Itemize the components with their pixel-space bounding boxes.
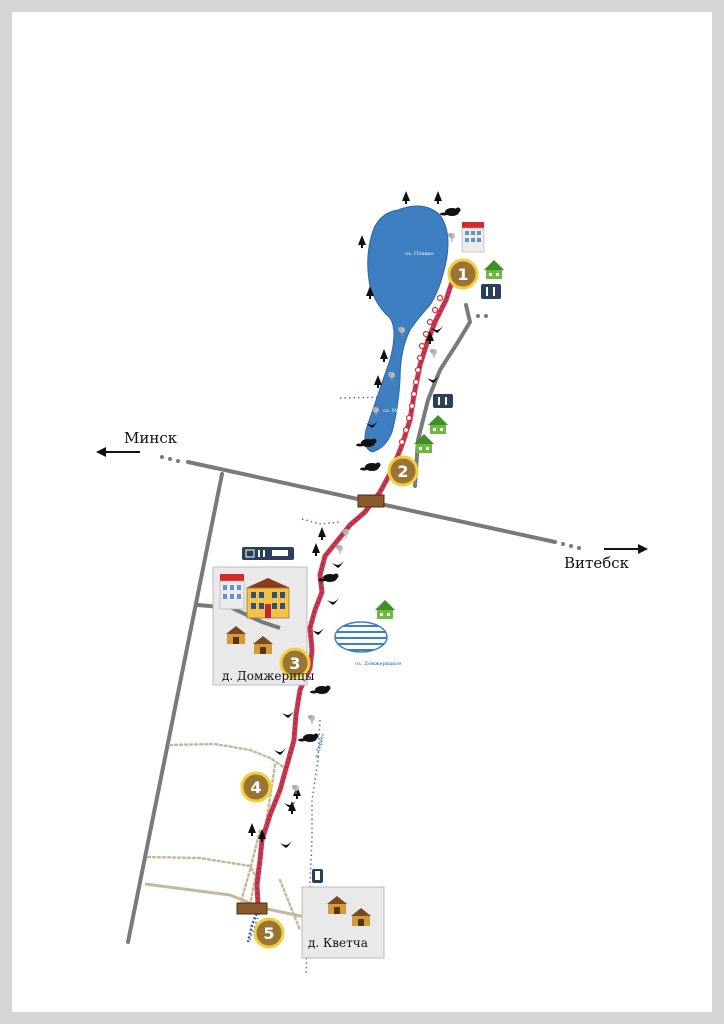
sand-paths — [146, 742, 302, 932]
arrow-right-icon — [604, 544, 648, 554]
phone-sign-icon — [312, 869, 323, 883]
cafe-sign-icon — [433, 394, 453, 408]
guesthouse-icon — [428, 415, 448, 434]
checkpoint-number: 2 — [397, 462, 408, 481]
checkpoint-number: 5 — [263, 924, 274, 943]
village-label-kvetcha: д. Кветча — [308, 936, 368, 950]
checkpoint-number: 1 — [457, 265, 468, 284]
lake-plavno — [364, 205, 449, 453]
road-dots — [160, 314, 581, 550]
cafe-sign-icon — [481, 284, 501, 299]
checkpoint-2[interactable]: 2 — [387, 455, 419, 487]
lake-label-plavno: оз. Плавно — [405, 251, 434, 257]
lake-domzherytskoe — [334, 621, 388, 653]
checkpoint-5[interactable]: 5 — [253, 917, 285, 949]
city-label-vitebsk: Витебск — [564, 554, 630, 572]
hotel-icon — [461, 222, 485, 253]
checkpoint-3[interactable]: 3 — [279, 647, 311, 679]
manor-icon — [246, 578, 290, 619]
hotel-icon — [219, 574, 245, 610]
bridge-highway — [357, 494, 385, 508]
checkpoint-4[interactable]: 4 — [240, 771, 272, 803]
side-road — [126, 472, 224, 944]
lake-label-manits: оз. Маниц — [383, 408, 411, 414]
village-label-domzherytsy: д. Домжерицы — [222, 669, 315, 683]
arrow-left-icon — [96, 447, 140, 457]
services-sign-icon — [242, 547, 294, 560]
checkpoint-1[interactable]: 1 — [447, 258, 479, 290]
guesthouse-icon — [375, 600, 395, 619]
lake-label-domzherytskoe: оз. Домжерицкое — [355, 661, 401, 667]
kvetcha-road — [144, 882, 321, 922]
shore-dots — [398, 294, 444, 446]
bridge-kvetcha — [236, 902, 268, 915]
checkpoint-number: 4 — [250, 778, 261, 797]
roads — [126, 303, 557, 944]
checkpoint-number: 3 — [289, 654, 300, 673]
guesthouse-icon — [484, 260, 504, 279]
village-area-kvetcha — [301, 886, 385, 959]
city-label-minsk: Минск — [124, 429, 178, 447]
